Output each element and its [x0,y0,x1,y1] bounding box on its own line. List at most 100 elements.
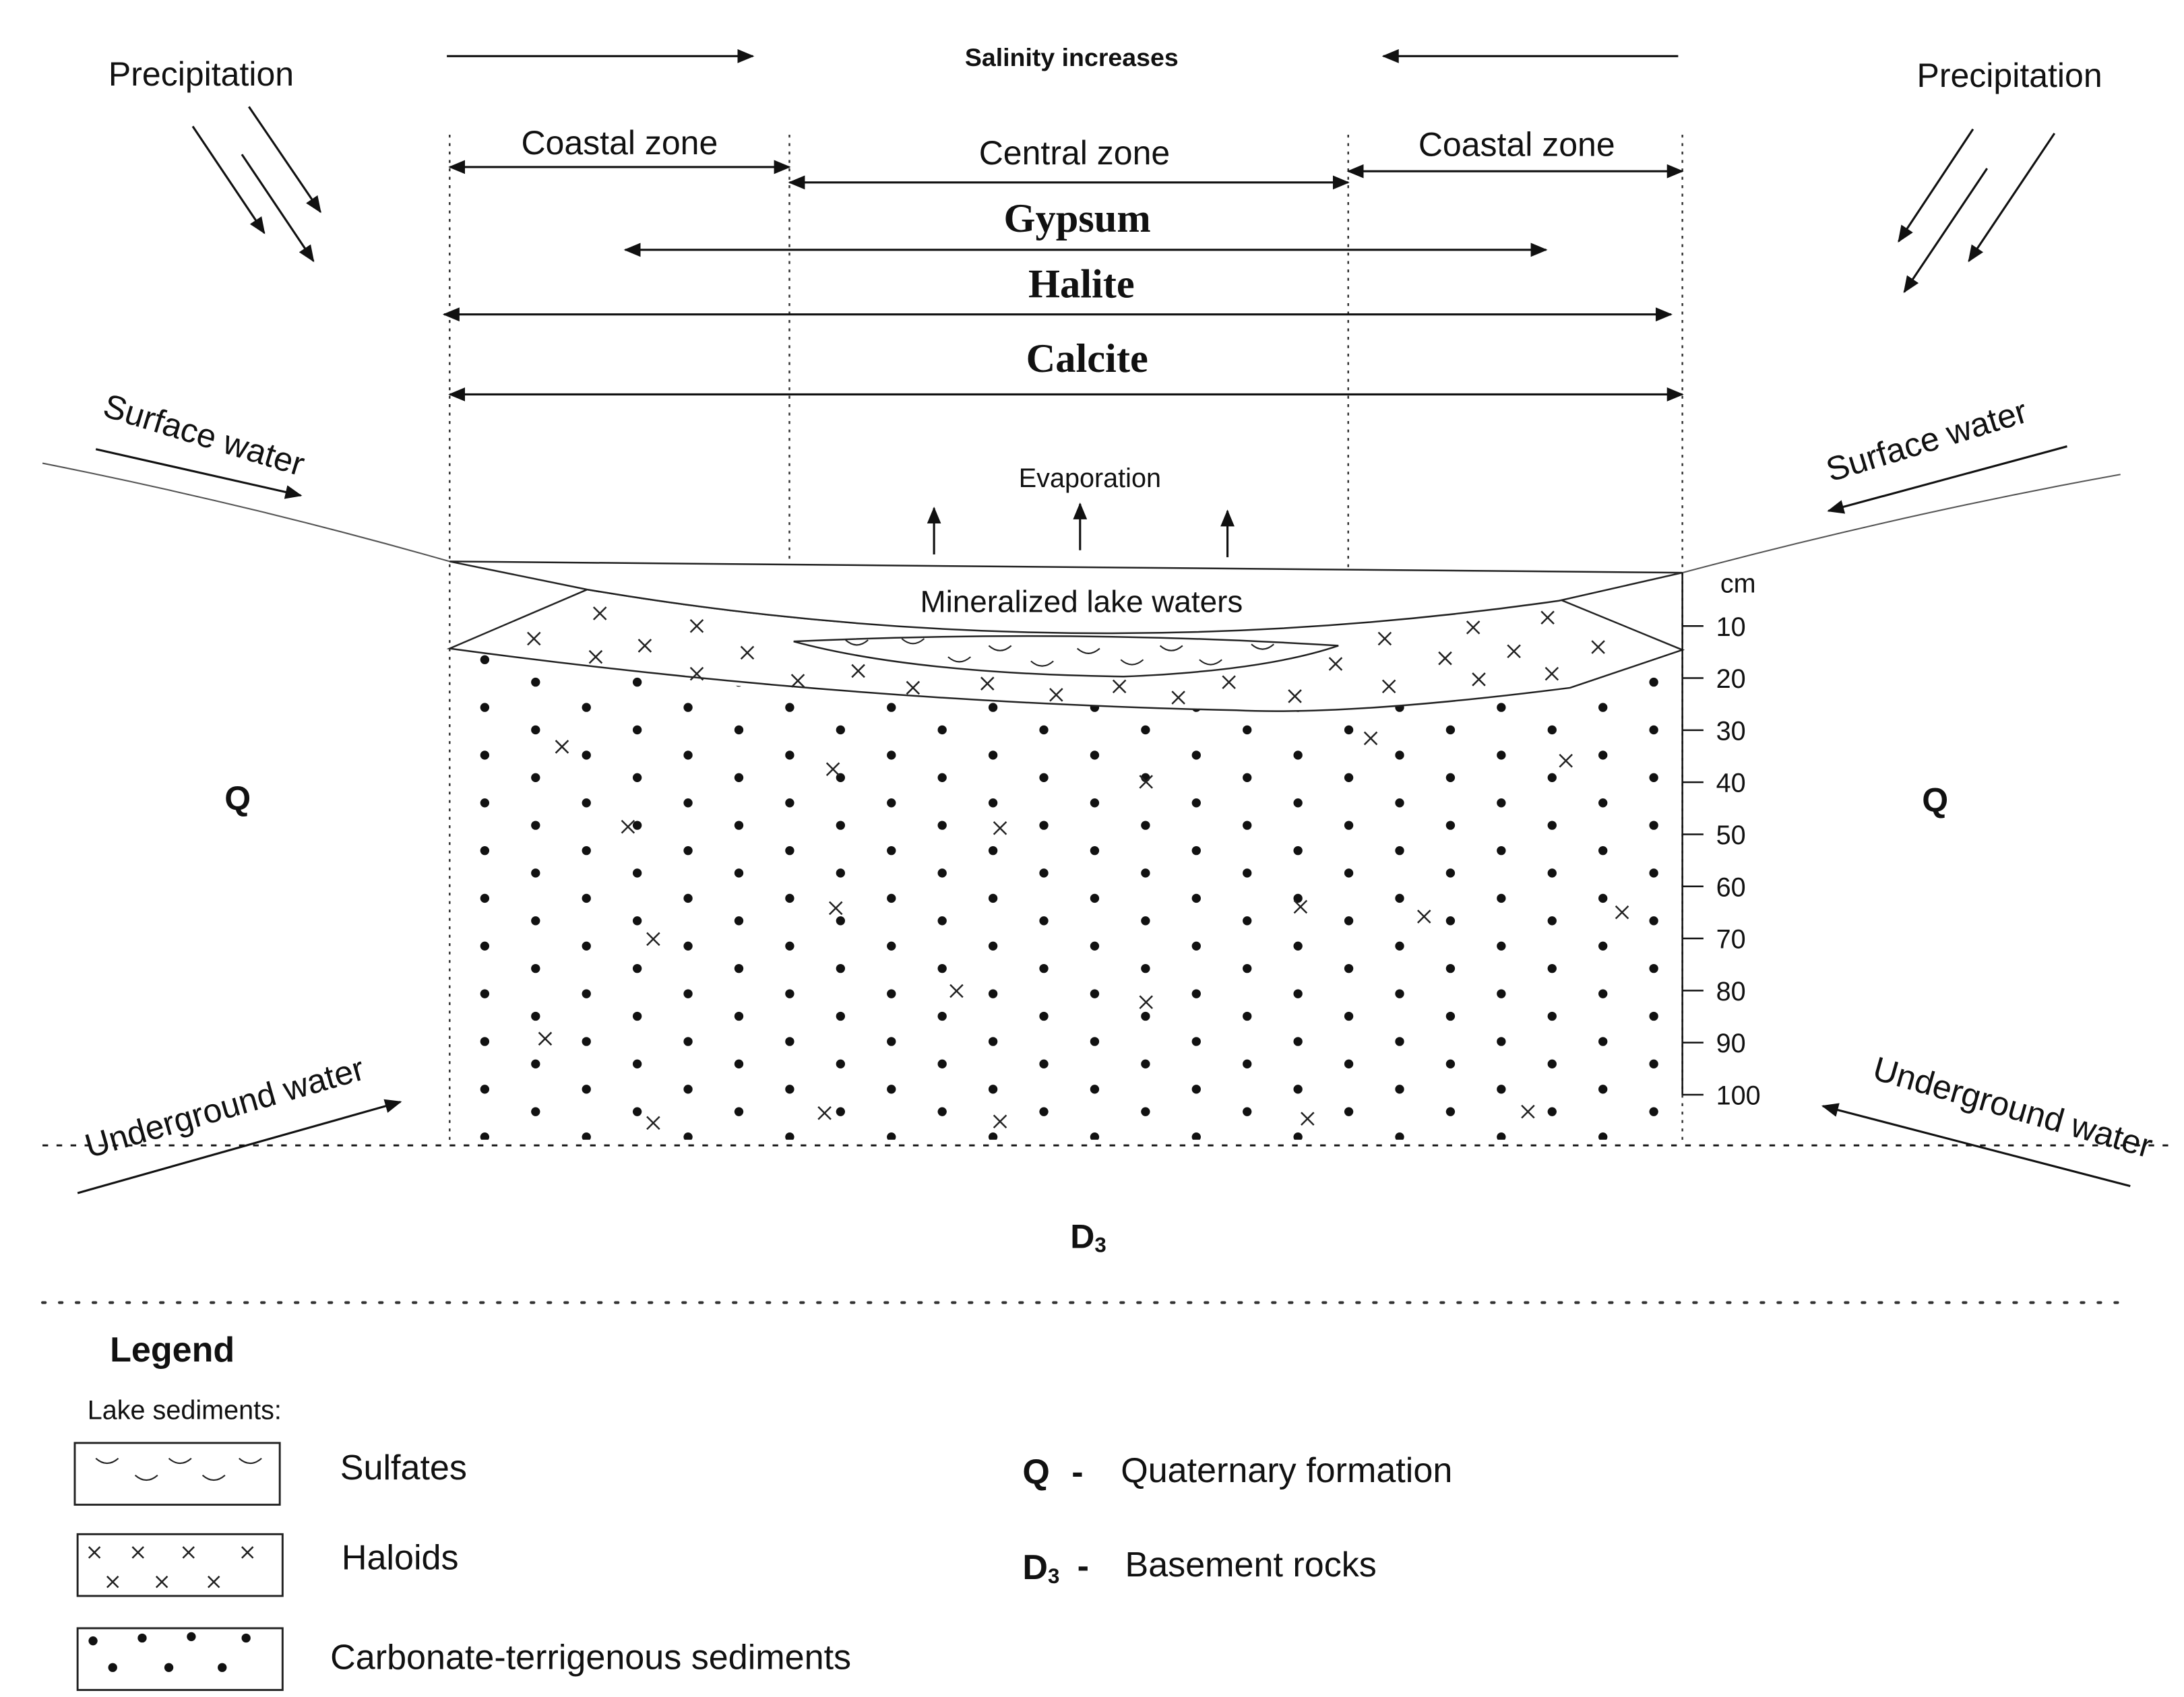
sediment-dot [1090,1132,1100,1140]
sediment-dot [734,963,744,973]
sediment-dot [1293,1037,1303,1046]
sediment-dot [1649,1107,1658,1116]
legend-haloid-cross [131,1546,144,1559]
sediment-dot [1445,868,1456,878]
sediment-dot [531,677,540,687]
ground-surface-left [42,462,450,563]
sediment-cross [1416,909,1431,924]
sediment-dot [531,725,540,735]
sediment-dot [683,750,693,760]
sediment-dot [582,1037,591,1046]
sediment-dot [785,1132,794,1140]
zone-arrows [448,160,1684,190]
legend-q-text: Quaternary formation [1121,1451,1452,1490]
sulfate-marks [845,638,1275,667]
sediment-dot [1141,963,1150,973]
sulfate-lens [793,635,1339,678]
sediment-dot [1243,773,1252,782]
sulfate-arc [1030,660,1054,667]
sediment-dot [1395,1085,1404,1094]
sediment-dot [1547,1011,1557,1021]
sediment-dot [1191,1085,1201,1094]
formation-q-right: Q [1922,781,1948,819]
haloid-cross [1438,651,1452,666]
sediment-dot [632,1107,642,1116]
sediment-dot [1243,868,1252,878]
haloid-cross [1377,631,1392,646]
sediment-dot [1497,893,1506,903]
sediment-dot [937,868,947,878]
legend-carbonate-dot [218,1663,227,1672]
sediment-dot [531,1107,540,1116]
sediment-dot [632,916,642,926]
sediment-dot [988,750,998,760]
sediment-dot [785,798,794,808]
sediment-cross [646,932,660,947]
sediment-dot [1243,1059,1252,1068]
depth-tick-label: 100 [1716,1081,1761,1111]
legend-carbonate-dot [241,1633,251,1643]
haloid-cross [980,676,995,691]
central-zone-label: Central zone [979,134,1171,172]
haloid-cross [790,674,805,688]
sediment-dot [734,725,744,735]
sediment-dot [582,1085,591,1094]
sediment-dot [531,773,540,782]
sediment-cross [555,740,569,754]
sediment-dot [1649,916,1658,926]
legend-haloids-swatch [76,1533,284,1597]
sediment-dot [1191,798,1201,808]
depth-tick-label: 80 [1716,977,1746,1006]
haloid-cross [1222,675,1236,689]
sediment-dot [887,1132,896,1140]
sediment-dot [1497,1037,1506,1046]
sediment-dot [1039,963,1049,973]
sediment-cross [1363,731,1378,746]
sediment-dot [1649,868,1658,878]
haloid-cross [592,606,607,620]
haloid-cross [689,666,704,681]
sediment-dot [1649,677,1658,687]
sediment-cross [1139,775,1153,789]
sediment-dot [683,1037,693,1046]
legend-haloid-cross [182,1546,195,1559]
sediment-dot [1598,1132,1608,1140]
sediment-dot [1344,821,1354,830]
haloid-cross [1381,679,1396,694]
sediment-dot [480,941,490,951]
sediment-cross [1293,899,1308,914]
depth-tick-label: 20 [1716,664,1746,694]
sediment-dot [1649,821,1658,830]
sediment-dot [1344,868,1354,878]
sediment-dot [887,703,896,712]
sulfate-arc [1076,647,1100,654]
formation-d3: D3 [1070,1217,1106,1256]
surface-water-right-label: Surface water [1821,392,2031,489]
sediment-dot [1547,916,1557,926]
sediment-dot [1598,893,1608,903]
sediment-dot [582,893,591,903]
sediment-dot [988,941,998,951]
ground-surface-right [1682,474,2121,574]
sediment-dot [988,1132,998,1140]
haloid-cross [1591,640,1605,654]
halite-label: Halite [1028,262,1135,307]
sediment-dot [1039,868,1049,878]
sediment-dot [683,845,693,856]
evaporation-arrows [927,502,1235,558]
depth-tick-label: 30 [1716,716,1746,746]
sediment-dot [632,963,642,973]
sediment-dot [1395,798,1404,808]
legend-title: Legend [110,1331,235,1370]
sediment-dot [1191,1037,1201,1046]
sediment-dot [937,773,947,782]
sediment-dot [1598,989,1608,998]
sediment-dot [785,1037,794,1046]
sediment-dot [1547,1107,1557,1116]
sediment-dot [683,1085,693,1094]
sediment-dot [1090,1037,1100,1046]
sediment-dot [1191,1132,1201,1140]
depth-scale-unit: cm [1720,569,1756,598]
